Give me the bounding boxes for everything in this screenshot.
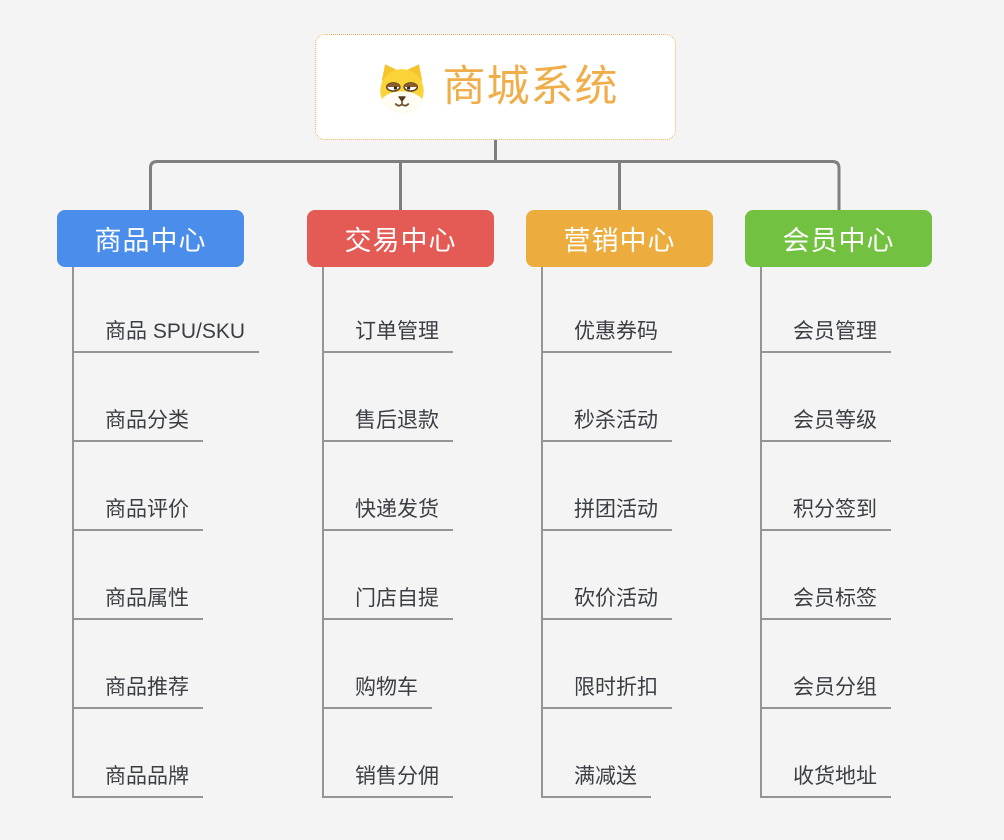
branch-trunk-line bbox=[72, 267, 74, 798]
leaf-item[interactable]: 砍价活动 bbox=[541, 585, 672, 620]
leaf-item[interactable]: 快递发货 bbox=[322, 496, 453, 531]
leaf-item[interactable]: 会员管理 bbox=[760, 318, 891, 353]
leaf-item[interactable]: 商品属性 bbox=[72, 585, 203, 620]
branch-children-trade-center: 订单管理 售后退款 快递发货 门店自提 购物车 销售分佣 bbox=[322, 267, 453, 798]
branch-node-marketing-center[interactable]: 营销中心 bbox=[526, 210, 713, 267]
leaf-item[interactable]: 会员标签 bbox=[760, 585, 891, 620]
leaf-item[interactable]: 收货地址 bbox=[760, 763, 891, 798]
branch-children-product-center: 商品 SPU/SKU 商品分类 商品评价 商品属性 商品推荐 商品品牌 bbox=[72, 267, 260, 798]
branch-trunk-line bbox=[322, 267, 324, 798]
leaf-item[interactable]: 销售分佣 bbox=[322, 763, 453, 798]
leaf-item[interactable]: 会员等级 bbox=[760, 407, 891, 442]
branch-children-marketing-center: 优惠券码 秒杀活动 拼团活动 砍价活动 限时折扣 满减送 bbox=[541, 267, 672, 798]
leaf-item[interactable]: 商品品牌 bbox=[72, 763, 203, 798]
leaf-item[interactable]: 商品推荐 bbox=[72, 674, 203, 709]
branch-node-member-center[interactable]: 会员中心 bbox=[745, 210, 932, 267]
leaf-item[interactable]: 秒杀活动 bbox=[541, 407, 672, 442]
root-node[interactable]: 商城系统 bbox=[315, 34, 676, 140]
leaf-item[interactable]: 购物车 bbox=[322, 674, 432, 709]
leaf-item[interactable]: 商品分类 bbox=[72, 407, 203, 442]
leaf-item[interactable]: 售后退款 bbox=[322, 407, 453, 442]
leaf-item[interactable]: 拼团活动 bbox=[541, 496, 672, 531]
leaf-item[interactable]: 会员分组 bbox=[760, 674, 891, 709]
leaf-item[interactable]: 门店自提 bbox=[322, 585, 453, 620]
leaf-item[interactable]: 积分签到 bbox=[760, 496, 891, 531]
leaf-item[interactable]: 订单管理 bbox=[322, 318, 453, 353]
leaf-item[interactable]: 商品 SPU/SKU bbox=[72, 318, 260, 353]
leaf-item[interactable]: 满减送 bbox=[541, 763, 651, 798]
root-title: 商城系统 bbox=[442, 62, 619, 111]
branch-node-product-center[interactable]: 商品中心 bbox=[57, 210, 244, 267]
branch-node-trade-center[interactable]: 交易中心 bbox=[307, 210, 494, 267]
leaf-item[interactable]: 优惠券码 bbox=[541, 318, 672, 353]
branch-trunk-line bbox=[760, 267, 762, 798]
shiba-dog-icon bbox=[379, 64, 424, 113]
branch-trunk-line bbox=[541, 267, 543, 798]
leaf-item[interactable]: 限时折扣 bbox=[541, 674, 672, 709]
branch-children-member-center: 会员管理 会员等级 积分签到 会员标签 会员分组 收货地址 bbox=[760, 267, 891, 798]
leaf-item[interactable]: 商品评价 bbox=[72, 496, 203, 531]
